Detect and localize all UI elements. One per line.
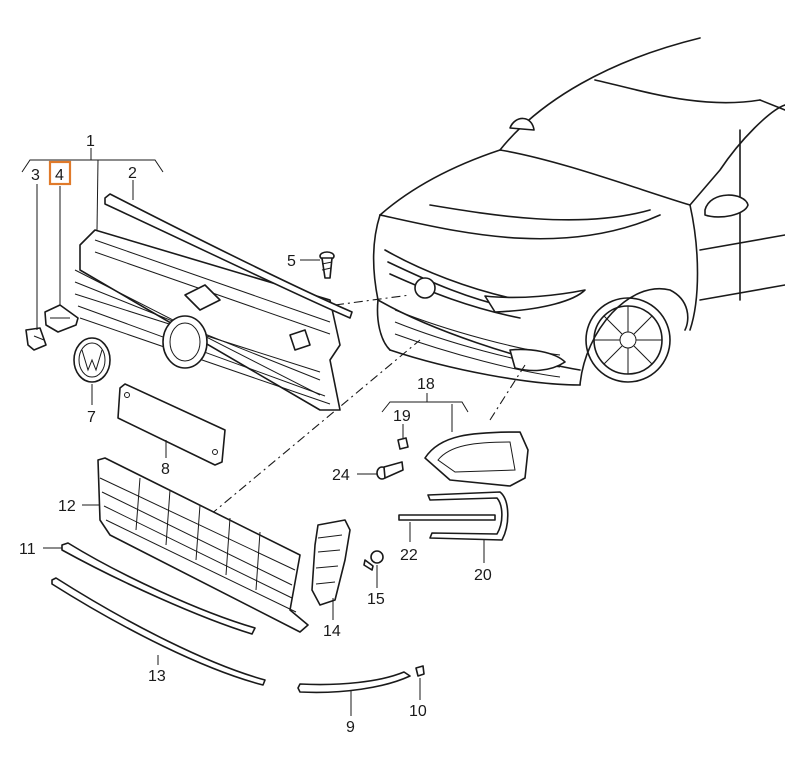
part-19-nut — [397, 437, 409, 450]
leader-lower-grille-to-car — [209, 339, 421, 516]
part-4-bracket — [44, 304, 79, 333]
label-part-10: 10 — [409, 703, 427, 720]
label-part-14: 14 — [323, 623, 341, 640]
leader-foglight-to-car — [489, 364, 526, 421]
part-10-small-clip — [415, 665, 425, 677]
car-illustration — [372, 37, 785, 386]
label-part-19: 19 — [393, 408, 411, 425]
leader-grille-to-car — [334, 294, 411, 306]
label-part-11: 11 — [19, 541, 36, 558]
part-2-trim-strip — [104, 193, 353, 319]
part-3-clip — [25, 327, 47, 351]
label-part-8: 8 — [161, 461, 170, 478]
label-part-22: 22 — [400, 547, 418, 564]
part-24-screw — [376, 461, 404, 480]
part-1-radiator-grille — [74, 229, 341, 411]
label-part-4: 4 — [55, 167, 64, 184]
label-part-3: 3 — [31, 167, 40, 184]
part-12-lower-grille — [97, 457, 309, 633]
label-part-24: 24 — [332, 467, 350, 484]
part-15-bolt — [363, 550, 384, 571]
label-part-20: 20 — [474, 567, 492, 584]
label-part-15: 15 — [367, 591, 385, 608]
label-part-9: 9 — [346, 719, 355, 736]
part-4-highlight-box — [48, 160, 72, 186]
label-part-18: 18 — [417, 376, 435, 393]
part-18-foglight-frame — [424, 431, 529, 487]
label-part-2: 2 — [128, 165, 137, 182]
part-labels: 1 2 3 4 5 7 8 12 11 13 14 15 9 10 18 19 … — [19, 133, 492, 736]
part-8-plate-bracket — [117, 383, 226, 466]
part-14-air-guide — [311, 519, 351, 606]
label-part-5: 5 — [287, 253, 296, 270]
label-part-7: 7 — [87, 409, 96, 426]
part-7-vw-emblem — [73, 337, 111, 383]
part-22-strip — [398, 514, 496, 521]
part-5-screw — [319, 251, 335, 279]
label-part-1: 1 — [86, 133, 95, 150]
part-20-frame — [427, 491, 509, 541]
part-9-bracket-strip — [297, 671, 411, 694]
label-part-13: 13 — [148, 668, 166, 685]
leader-lines — [21, 148, 485, 716]
label-part-12: 12 — [58, 498, 76, 515]
part-13-long-trim — [51, 577, 266, 686]
part-11-trim-strip — [61, 542, 256, 635]
